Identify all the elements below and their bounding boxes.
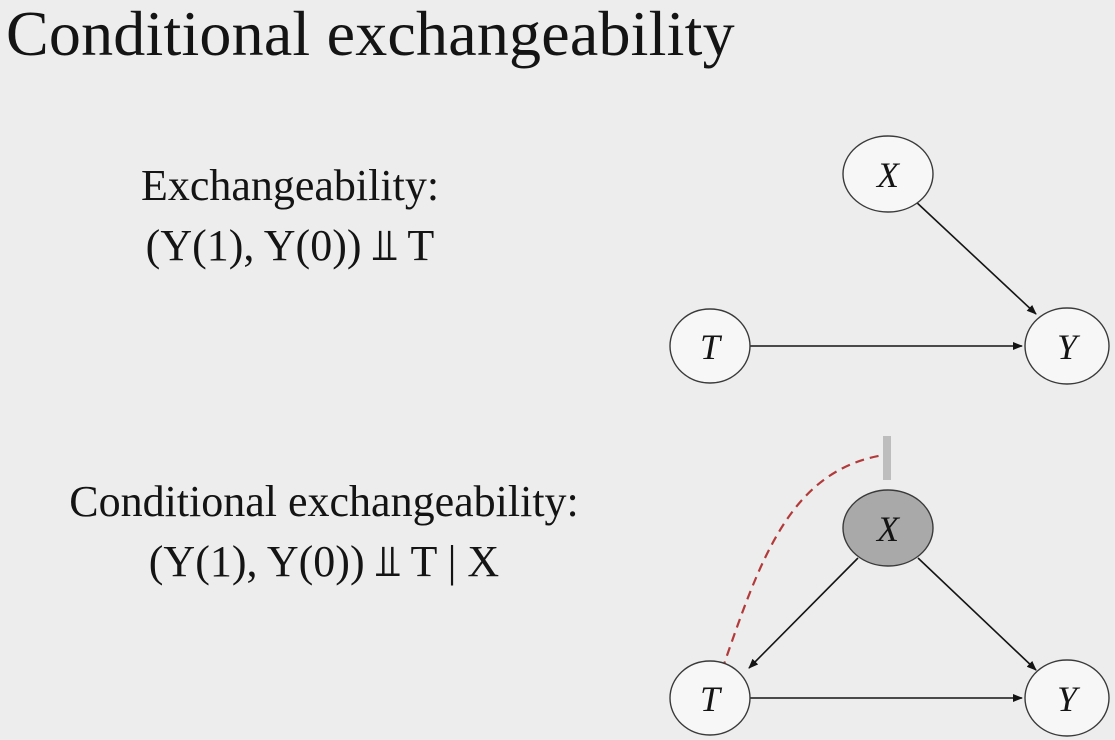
node-x-label: X xyxy=(875,155,901,195)
conditional-exchangeability-label: Conditional exchangeability: xyxy=(69,477,579,526)
node-x-label: X xyxy=(875,509,901,549)
exchangeability-label: Exchangeability: xyxy=(140,161,440,210)
edge-x-to-y xyxy=(917,557,1037,671)
node-t: T xyxy=(669,660,751,736)
exchangeability-block: Exchangeability: (Y(1), Y(0)) ⫫ T xyxy=(100,156,480,276)
conditional-exchangeability-block: Conditional exchangeability: (Y(1), Y(0)… xyxy=(14,472,634,592)
node-t-label: T xyxy=(700,327,723,367)
diagram-conditional-exchangeability: X T Y xyxy=(669,436,1110,737)
diagram-exchangeability: X T Y xyxy=(669,135,1110,385)
node-y-label: Y xyxy=(1057,327,1081,367)
exchangeability-formula: (Y(1), Y(0)) ⫫ T xyxy=(145,221,435,270)
node-y: Y xyxy=(1024,659,1110,737)
node-t: T xyxy=(669,308,751,384)
node-t-label: T xyxy=(700,679,723,719)
cursor-marker xyxy=(883,436,891,480)
edge-x-to-y xyxy=(913,199,1037,315)
node-x: X xyxy=(842,135,934,213)
slide-title: Conditional exchangeability xyxy=(6,0,735,69)
conditional-exchangeability-formula: (Y(1), Y(0)) ⫫ T | X xyxy=(148,537,500,586)
node-y-label: Y xyxy=(1057,679,1081,719)
node-x-shaded: X xyxy=(842,489,934,567)
dashed-backdoor-path xyxy=(720,453,885,671)
edge-x-to-t xyxy=(748,557,859,669)
node-y: Y xyxy=(1024,307,1110,385)
